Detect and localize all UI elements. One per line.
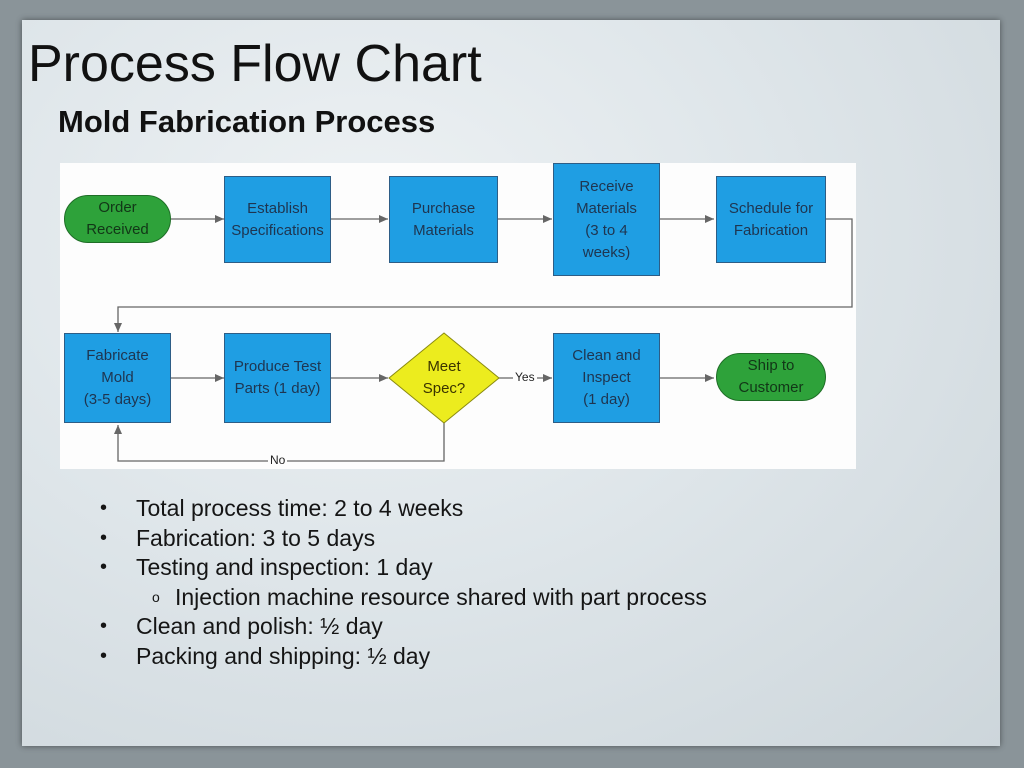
node-ship-customer: Ship to Customer [716,353,826,401]
arrow-schedule-to-fabricate [114,218,853,332]
node-purchase-materials: Purchase Materials [389,176,498,263]
node-receive-materials: Receive Materials (3 to 4 weeks) [553,163,660,276]
bullet-list: • Total process time: 2 to 4 weeks • Fab… [98,494,707,671]
node-schedule-fabrication: Schedule for Fabrication [716,176,826,263]
bullet-item: • Fabrication: 3 to 5 days [98,524,707,554]
bullet-marker: • [100,556,108,578]
flowchart: Order Received Establish Specifications … [60,163,856,469]
node-order-received: Order Received [64,195,171,243]
bullet-item: • Clean and polish: ½ day [98,612,707,642]
bullet-text: Clean and polish: ½ day [136,613,383,639]
slide-title: Process Flow Chart [28,35,482,93]
bullet-marker: • [100,615,108,637]
slide-subtitle: Mold Fabrication Process [58,104,436,139]
bullet-item: • Packing and shipping: ½ day [98,642,707,672]
node-fabricate-mold: Fabricate Mold (3-5 days) [64,333,171,423]
bullet-item: • Testing and inspection: 1 day [98,553,707,583]
bullet-text: Packing and shipping: ½ day [136,642,431,669]
bullet-marker: • [100,526,108,549]
node-clean-inspect: Clean and Inspect (1 day) [553,333,660,423]
slide: Process Flow Chart Mold Fabrication Proc… [22,20,1000,746]
bullet-text: Testing and inspection: 1 day [136,554,433,580]
bullet-text: Total process time: 2 to 4 weeks [136,495,464,521]
node-produce-test-parts: Produce Test Parts (1 day) [224,333,331,423]
flowchart-connectors [114,215,853,462]
bullet-text: Fabrication: 3 to 5 days [136,524,376,551]
bullet-marker: • [100,644,108,667]
edge-label-yes: Yes [513,370,537,384]
decision-diamond [388,332,500,424]
node-establish-specifications: Establish Specifications [224,176,331,263]
node-meet-spec: Meet Spec? [422,358,466,397]
sub-bullet-item: o Injection machine resource shared with… [98,583,707,613]
sub-bullet-marker: o [152,588,160,605]
bullet-item: • Total process time: 2 to 4 weeks [98,494,707,524]
edge-label-no: No [268,453,288,467]
bullet-marker: • [100,497,108,519]
sub-bullet-text: Injection machine resource shared with p… [175,583,707,610]
